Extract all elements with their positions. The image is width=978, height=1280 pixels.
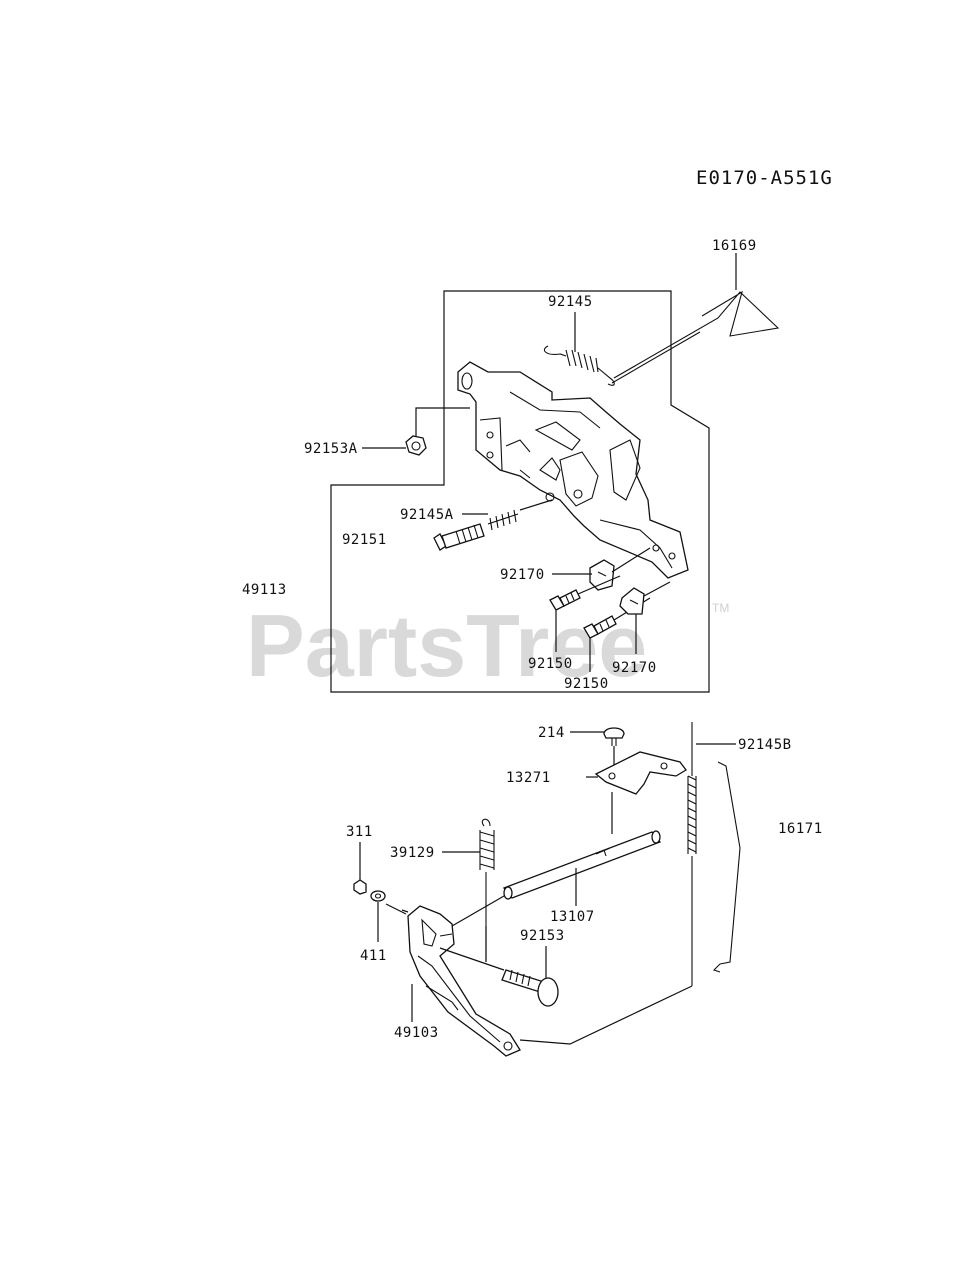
axis-92150-upper xyxy=(577,575,621,595)
callout-92145[interactable]: 92145 xyxy=(548,294,593,310)
assembly-outline-49113 xyxy=(330,290,710,693)
screw-92150-upper[interactable] xyxy=(549,589,581,611)
callout-92145B[interactable]: 92145B xyxy=(738,737,792,753)
callout-13271[interactable]: 13271 xyxy=(506,770,551,786)
lever-49103[interactable] xyxy=(407,905,521,1057)
callout-49103[interactable]: 49103 xyxy=(394,1025,439,1041)
callout-311[interactable]: 311 xyxy=(346,824,373,840)
spring-92145[interactable] xyxy=(543,345,615,386)
shaft-13107[interactable] xyxy=(502,830,662,900)
callout-39129[interactable]: 39129 xyxy=(390,845,435,861)
bolt-92153[interactable] xyxy=(501,969,559,1007)
spring-39129[interactable] xyxy=(479,818,495,962)
callout-16169[interactable]: 16169 xyxy=(712,238,757,254)
diagram-code: E0170-A551G xyxy=(696,167,833,189)
washer-411[interactable] xyxy=(370,890,386,902)
callout-92150-upper[interactable]: 92150 xyxy=(528,656,573,672)
spring-92145A-axis xyxy=(519,499,553,511)
callout-92153A[interactable]: 92153A xyxy=(304,441,358,457)
axis-92170-upper xyxy=(611,547,651,573)
spring-92145B[interactable] xyxy=(687,722,697,986)
nut-92153A[interactable] xyxy=(405,435,427,456)
watermark-trademark: TM xyxy=(712,601,729,615)
clamp-92170-lower[interactable] xyxy=(619,587,645,615)
callout-16171[interactable]: 16171 xyxy=(778,821,823,837)
callout-92145A[interactable]: 92145A xyxy=(400,507,454,523)
callout-92151[interactable]: 92151 xyxy=(342,532,387,548)
assembly-lines-lower xyxy=(385,895,693,1045)
screw-92150-lower[interactable] xyxy=(583,615,617,639)
callout-92153[interactable]: 92153 xyxy=(520,928,565,944)
axis-92170-lower xyxy=(643,581,671,597)
callout-92170-upper[interactable]: 92170 xyxy=(500,567,545,583)
nut-311[interactable] xyxy=(353,879,367,895)
spring-92145A[interactable] xyxy=(487,509,519,531)
screw-214[interactable] xyxy=(603,727,625,746)
bolt-92151[interactable] xyxy=(433,523,485,551)
callout-13107[interactable]: 13107 xyxy=(550,909,595,925)
wire-16169[interactable] xyxy=(611,290,780,384)
callout-92150-lower[interactable]: 92150 xyxy=(564,676,609,692)
callout-214[interactable]: 214 xyxy=(538,725,565,741)
clamp-92170-upper[interactable] xyxy=(589,559,615,591)
rod-16171[interactable] xyxy=(712,761,741,973)
callout-49113[interactable]: 49113 xyxy=(242,582,287,598)
callout-411[interactable]: 411 xyxy=(360,948,387,964)
leader-92153A xyxy=(362,407,470,449)
callout-92170-lower[interactable]: 92170 xyxy=(612,660,657,676)
plate-13271[interactable] xyxy=(594,751,687,795)
control-bracket-49113[interactable] xyxy=(457,361,689,579)
watermark-brand: PartsTree xyxy=(246,596,647,695)
